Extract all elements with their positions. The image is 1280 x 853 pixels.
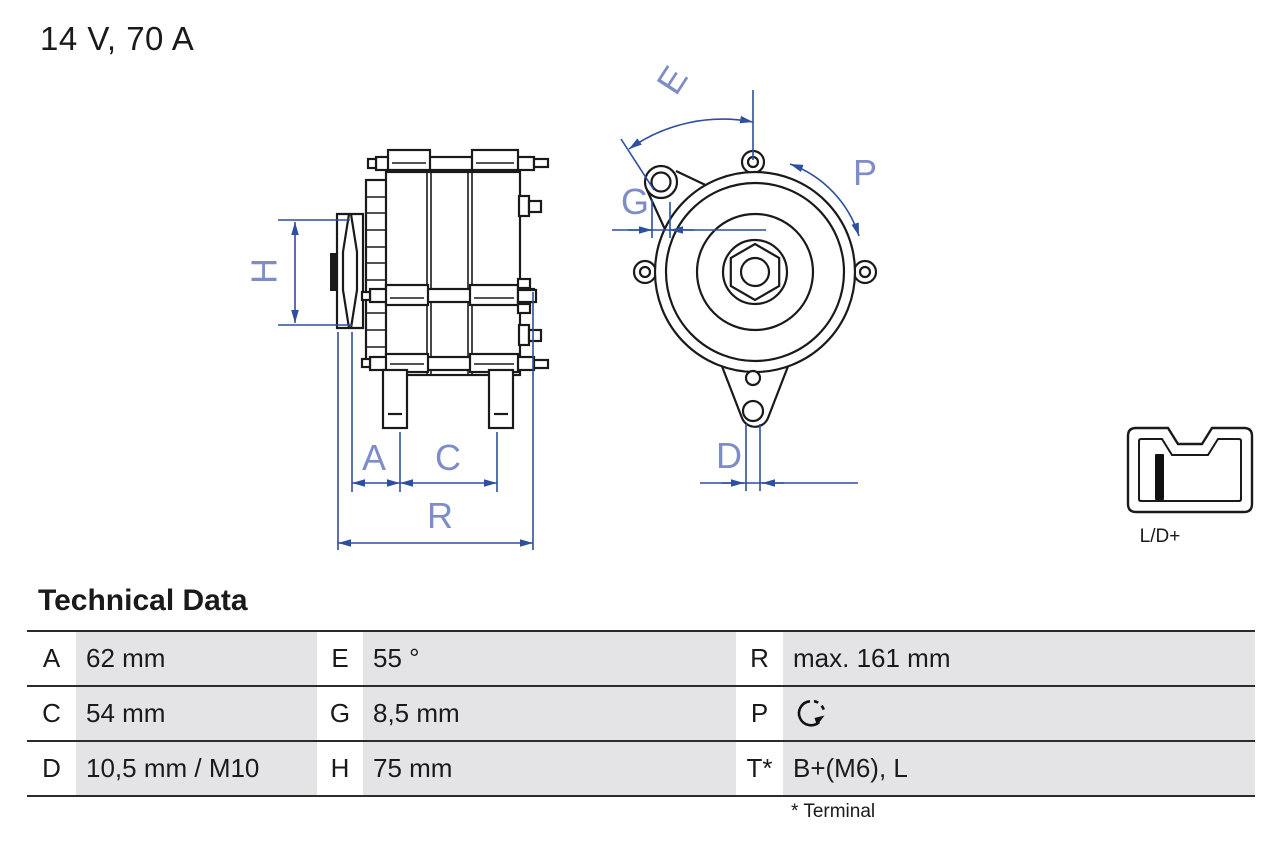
dim-key: R xyxy=(736,632,783,685)
dim-label-H: H xyxy=(244,258,285,284)
dim-key: H xyxy=(317,742,363,795)
connector-terminal-pin xyxy=(1155,454,1164,500)
dim-label-A: A xyxy=(362,437,386,478)
dim-value: 55 ° xyxy=(363,632,736,685)
dim-value: 75 mm xyxy=(363,742,736,795)
dim-label-P: P xyxy=(853,152,877,193)
dim-key: E xyxy=(317,632,363,685)
dim-value: 54 mm xyxy=(76,687,317,740)
dimension-labels: H A C R E G P D xyxy=(244,59,878,536)
front-view xyxy=(632,149,878,428)
dimension-lines xyxy=(278,90,860,550)
table-row: C 54 mm G 8,5 mm P xyxy=(27,685,1255,740)
dim-key: P xyxy=(736,687,783,740)
dim-value: max. 161 mm xyxy=(783,632,1255,685)
dim-value: 62 mm xyxy=(76,632,317,685)
table-row: D 10,5 mm / M10 H 75 mm T* B+(M6), L xyxy=(27,740,1255,795)
side-view xyxy=(330,148,550,430)
technical-data-table: A 62 mm E 55 ° R max. 161 mm C 54 mm G 8… xyxy=(27,630,1255,797)
dim-label-R: R xyxy=(427,495,453,536)
dim-label-E: E xyxy=(648,59,695,101)
connector-diagram: L/D+ xyxy=(1126,426,1254,547)
dim-label-G: G xyxy=(621,181,649,222)
alternator-technical-drawing: H A C R E G P D L/D+ xyxy=(244,59,1254,550)
rotation-direction-icon xyxy=(797,699,826,727)
table-row: A 62 mm E 55 ° R max. 161 mm xyxy=(27,630,1255,685)
dim-key: A xyxy=(27,632,76,685)
connector-label: L/D+ xyxy=(1140,526,1181,547)
dim-value: 8,5 mm xyxy=(363,687,736,740)
dim-label-C: C xyxy=(435,437,461,478)
dim-key: D xyxy=(27,742,76,795)
rotation-direction-cell xyxy=(783,687,1255,740)
dim-key: G xyxy=(317,687,363,740)
dim-key: T* xyxy=(736,742,783,795)
dim-value: B+(M6), L xyxy=(783,742,1255,795)
dim-label-D: D xyxy=(716,435,742,476)
dim-value: 10,5 mm / M10 xyxy=(76,742,317,795)
page-title: 14 V, 70 A xyxy=(40,20,195,57)
dim-key: C xyxy=(27,687,76,740)
technical-data-heading: Technical Data xyxy=(38,584,248,617)
terminal-footnote: * Terminal xyxy=(791,801,876,822)
